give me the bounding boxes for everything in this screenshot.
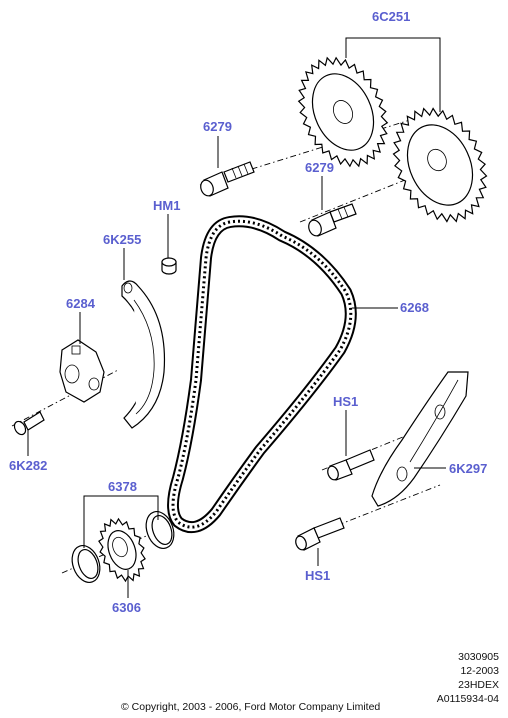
crank-washer-front	[71, 545, 101, 583]
cam-bolt-upper	[200, 161, 255, 197]
callout-6c251: 6C251	[372, 9, 410, 24]
meta-drawing-number: 3030905	[458, 651, 499, 663]
timing-chain	[167, 215, 357, 534]
callout-6279-lower: 6279	[305, 160, 334, 175]
crank-washer-rear	[145, 511, 175, 549]
guide-axis-lower	[299, 484, 441, 541]
callout-6284: 6284	[66, 296, 96, 311]
crank-sprocket	[98, 517, 146, 583]
tensioner-bolt	[13, 411, 45, 436]
callout-hm1: HM1	[153, 198, 180, 213]
copyright-notice: © Copyright, 2003 - 2006, Ford Motor Com…	[121, 701, 380, 713]
callout-6279-upper: 6279	[203, 119, 232, 134]
callout-6306: 6306	[112, 600, 141, 615]
cam-sprocket-2	[392, 107, 488, 223]
callout-hs1-upper: HS1	[333, 394, 358, 409]
guide-bolt-lower	[295, 517, 345, 551]
callout-6k255: 6K255	[103, 232, 141, 247]
leader-lines	[27, 37, 446, 598]
callout-6378: 6378	[108, 479, 137, 494]
meta-date: 12-2003	[460, 665, 499, 677]
meta-engine-code: 23HDEX	[458, 679, 499, 691]
chain-tensioner	[59, 339, 105, 403]
cam-bolt-lower	[308, 203, 357, 237]
tensioner-guide-rail	[121, 280, 166, 429]
chain-guide-rail	[371, 371, 469, 507]
meta-reference: A0115934-04	[437, 693, 499, 705]
dowel-pin	[161, 257, 177, 275]
callout-6k297: 6K297	[449, 461, 487, 476]
cam-sprocket-1	[297, 56, 389, 168]
callout-6268: 6268	[400, 300, 429, 315]
callout-6k282: 6K282	[9, 458, 47, 473]
guide-bolt-upper	[327, 449, 375, 481]
callout-hs1-lower: HS1	[305, 568, 330, 583]
